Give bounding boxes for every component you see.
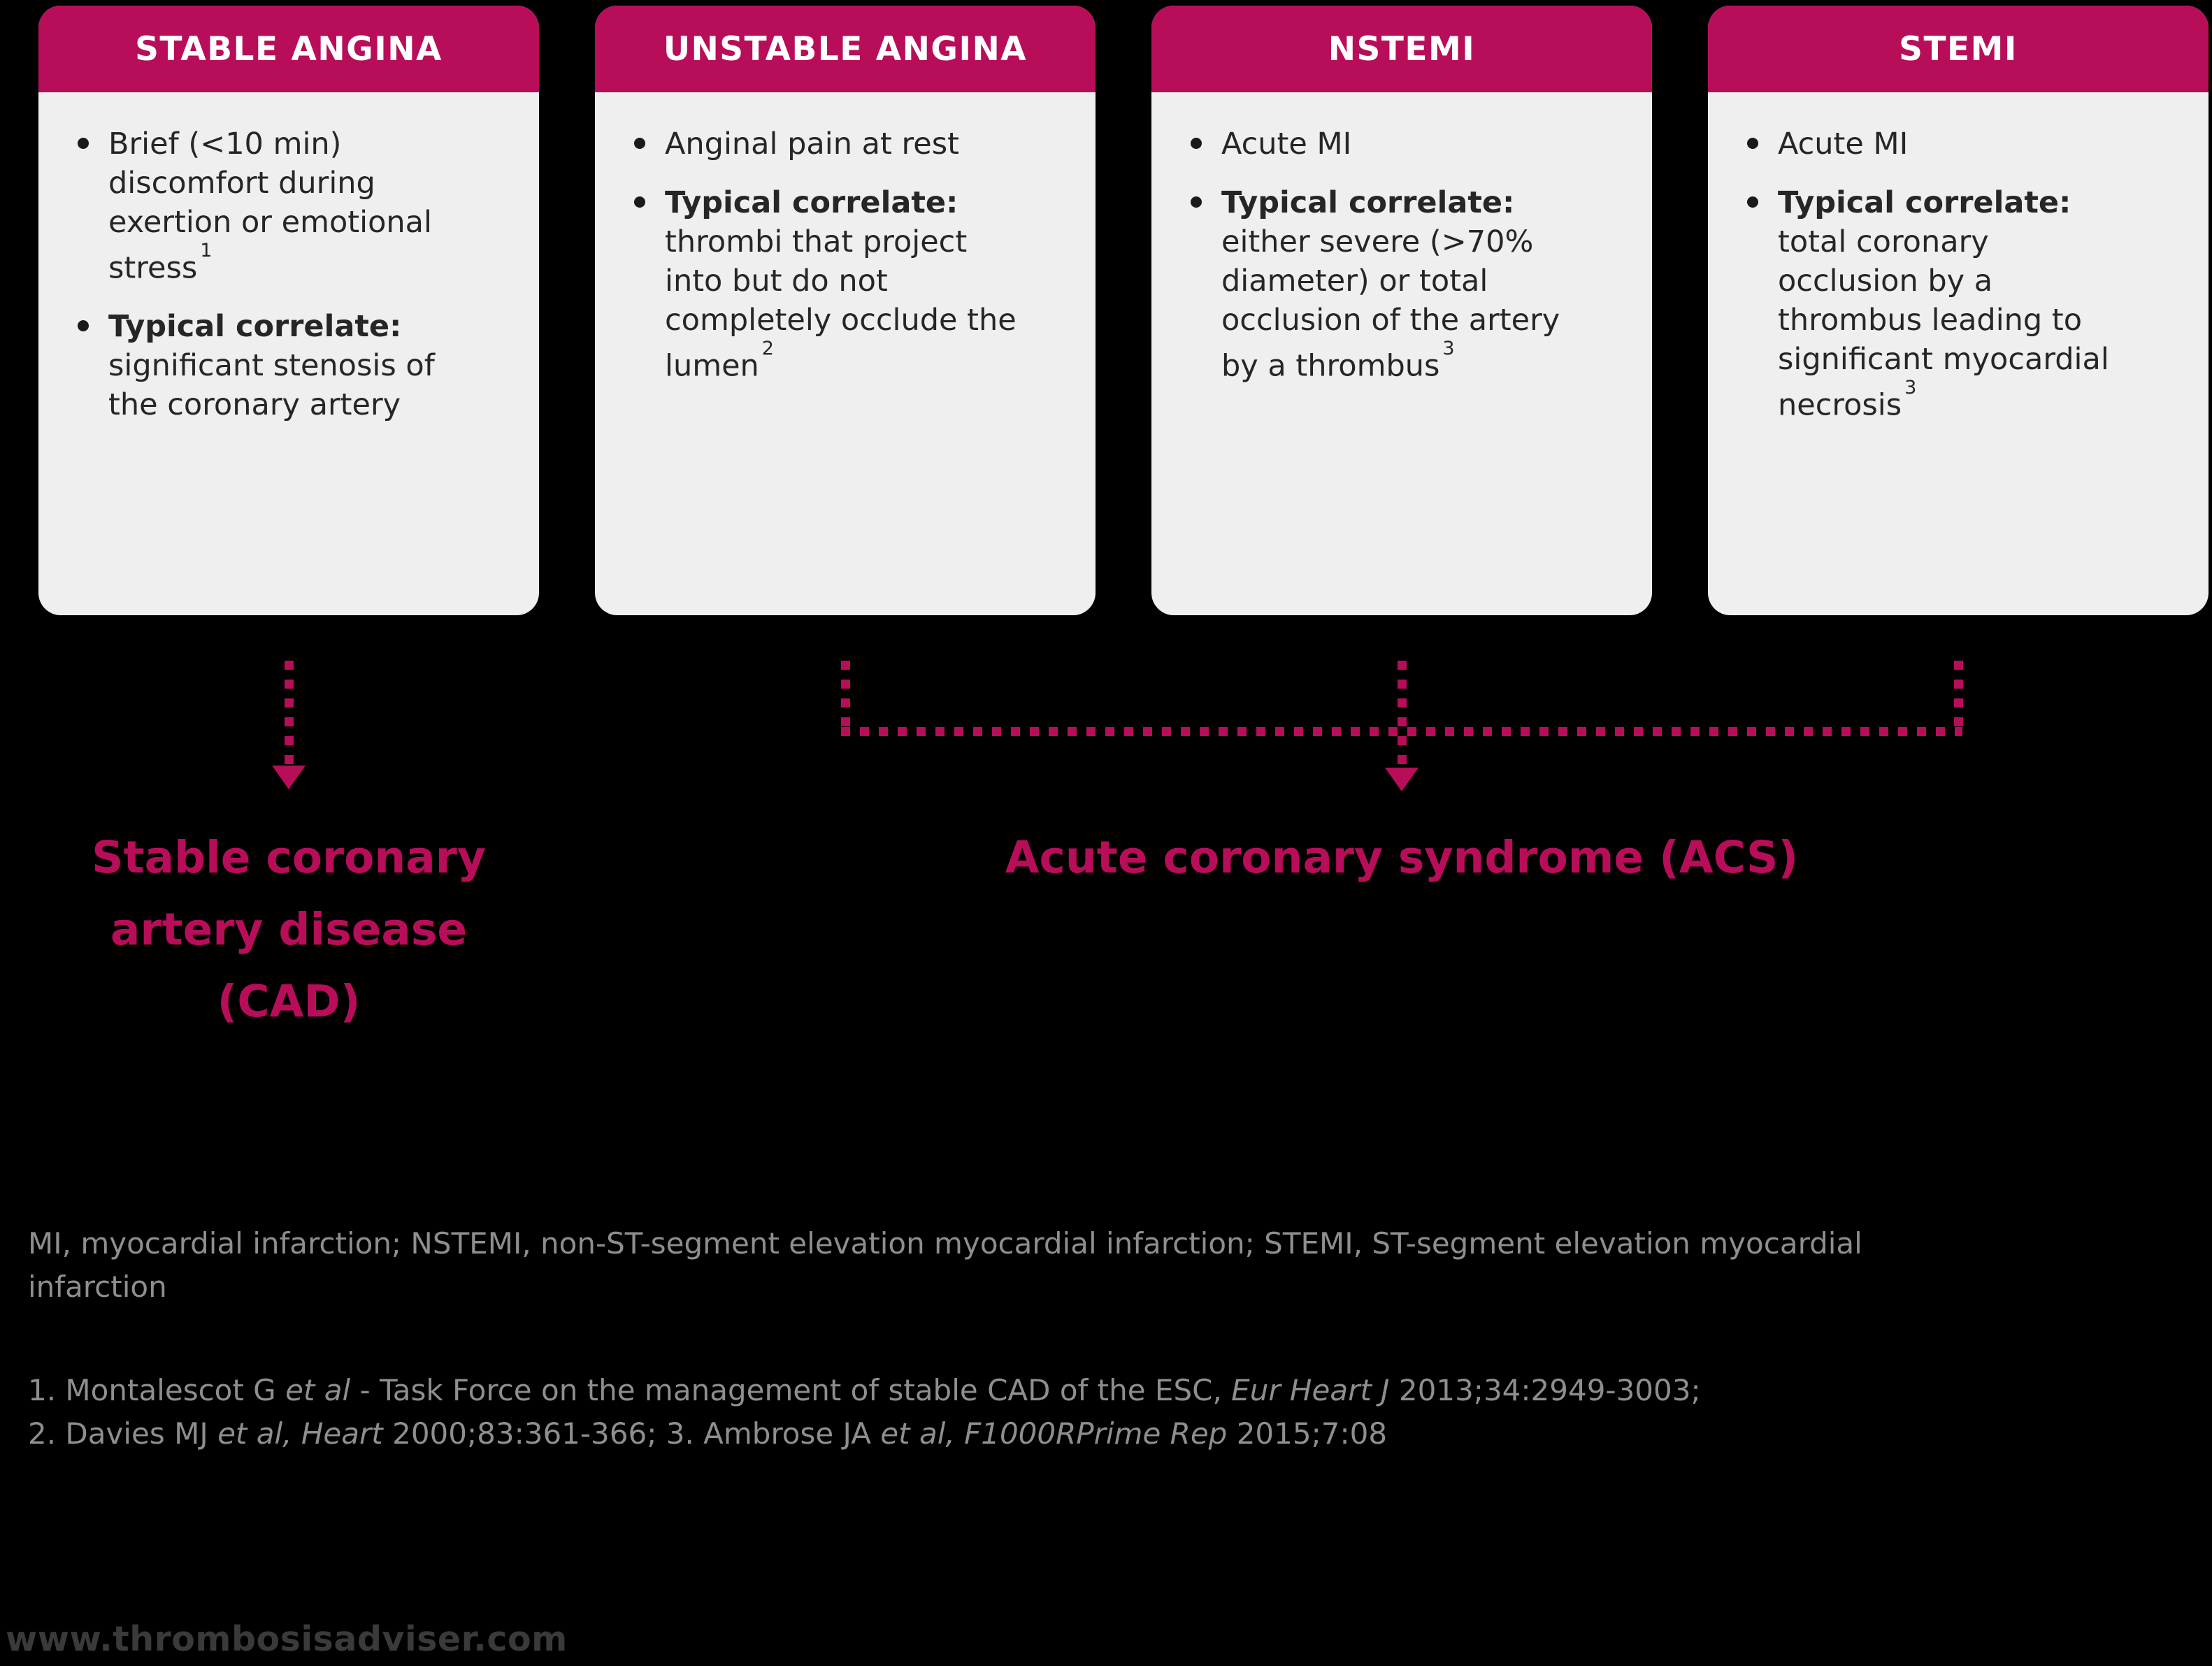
acs-arrow-line (1398, 736, 1407, 770)
bullet-lead: Typical correlate: (665, 185, 958, 220)
bullet-lead: Typical correlate: (108, 309, 402, 345)
reference-italic: et al, F1000RPrime Rep (880, 1416, 1228, 1451)
bullet-list: Brief (<10 min) discomfort during exerti… (69, 124, 497, 424)
bullet-text: Acute MI (1778, 127, 1909, 161)
bullet-item: Typical correlate: significant stenosis … (69, 307, 497, 424)
bullet-text: Acute MI (1221, 127, 1352, 161)
bullet-text: total coronary occlusion by a thrombus l… (1778, 224, 2109, 423)
reference-text: 2013;34:2949-3003; (1389, 1373, 1701, 1407)
reference-text: 1. Montalescot G (28, 1373, 286, 1407)
card-nstemi: NSTEMI Acute MI Typical correlate: eithe… (1151, 6, 1652, 615)
bullet-text: Brief (<10 min) discomfort during exerti… (108, 127, 432, 286)
reference-text: - Task Force on the management of stable… (350, 1373, 1232, 1407)
bullet-item: Typical correlate: thrombi that project … (626, 183, 1054, 385)
bullet-list: Anginal pain at rest Typical correlate: … (626, 124, 1054, 385)
cad-arrow-head (272, 766, 306, 789)
acs-horizontal-line (841, 727, 1962, 736)
card-title: NSTEMI (1328, 29, 1476, 69)
acs-arrow-head (1385, 768, 1419, 791)
card-body: Acute MI Typical correlate: either sever… (1151, 92, 1652, 413)
card-title: STEMI (1899, 29, 2018, 69)
bullet-list: Acute MI Typical correlate: either sever… (1182, 124, 1610, 385)
card-stemi: STEMI Acute MI Typical correlate: total … (1708, 6, 2209, 615)
abbreviations-note: MI, myocardial infarction; NSTEMI, non-S… (28, 1226, 1862, 1304)
reference-italic: et al, Heart (217, 1416, 383, 1451)
cards-row: STABLE ANGINA Brief (<10 min) discomfort… (38, 6, 2209, 615)
card-header: NSTEMI (1151, 6, 1652, 92)
bullet-text: either severe (>70% diameter) or total o… (1221, 224, 1560, 384)
reference-line: 1. Montalescot G et al - Task Force on t… (28, 1369, 2167, 1412)
reference-text: 2000;83:361-366; 3. Ambrose JA (382, 1416, 881, 1451)
cad-group-label: Stable coronary artery disease (CAD) (58, 821, 519, 1037)
website-url: www.thrombosisadviser.com (6, 1619, 568, 1659)
bullet-superscript: 3 (1904, 377, 1917, 399)
bullet-item: Anginal pain at rest (626, 124, 1054, 164)
card-stable-angina: STABLE ANGINA Brief (<10 min) discomfort… (38, 6, 539, 615)
card-body: Acute MI Typical correlate: total corona… (1708, 92, 2209, 452)
card-body: Brief (<10 min) discomfort during exerti… (38, 92, 539, 452)
card-header: STABLE ANGINA (38, 6, 539, 92)
card-header: UNSTABLE ANGINA (595, 6, 1096, 92)
card-header: STEMI (1708, 6, 2209, 92)
cad-label-line: artery disease (110, 904, 468, 955)
bullet-item: Typical correlate: either severe (>70% d… (1182, 183, 1610, 385)
card-title: STABLE ANGINA (135, 29, 443, 69)
bullet-lead: Typical correlate: (1221, 185, 1515, 220)
bullet-item: Acute MI (1739, 124, 2167, 164)
bullet-text: significant stenosis of the coronary art… (108, 348, 435, 423)
bullet-lead: Typical correlate: (1778, 185, 2071, 220)
bullet-item: Acute MI (1182, 124, 1610, 164)
acs-right-stub-line (1954, 661, 1963, 727)
cad-label-line: Stable coronary (92, 832, 486, 883)
bullet-superscript: 2 (761, 338, 774, 360)
card-body: Anginal pain at rest Typical correlate: … (595, 92, 1096, 413)
bullet-item: Brief (<10 min) discomfort during exerti… (69, 124, 497, 287)
bullet-list: Acute MI Typical correlate: total corona… (1739, 124, 2167, 424)
reference-line: 2. Davies MJ et al, Heart 2000;83:361-36… (28, 1412, 2167, 1456)
cad-arrow-line (285, 661, 294, 769)
reference-italic: Eur Heart J (1231, 1373, 1390, 1407)
bullet-text: thrombi that project into but do not com… (665, 224, 1017, 384)
references-note: 1. Montalescot G et al - Task Force on t… (28, 1369, 2167, 1456)
acs-group-label: Acute coronary syndrome (ACS) (1005, 832, 1799, 883)
bullet-item: Typical correlate: total coronary occlus… (1739, 183, 2167, 424)
acs-left-stub-line (841, 661, 850, 727)
reference-italic: et al (285, 1373, 351, 1407)
reference-text: 2015;7:08 (1227, 1416, 1388, 1451)
bullet-superscript: 3 (1442, 338, 1455, 360)
cad-label-line: (CAD) (217, 976, 361, 1027)
acs-middle-stub-line (1398, 661, 1407, 727)
reference-text: 2. Davies MJ (28, 1416, 218, 1451)
bullet-text: Anginal pain at rest (665, 127, 959, 161)
card-unstable-angina: UNSTABLE ANGINA Anginal pain at rest Typ… (595, 6, 1096, 615)
bullet-superscript: 1 (200, 240, 213, 262)
card-title: UNSTABLE ANGINA (663, 29, 1028, 69)
